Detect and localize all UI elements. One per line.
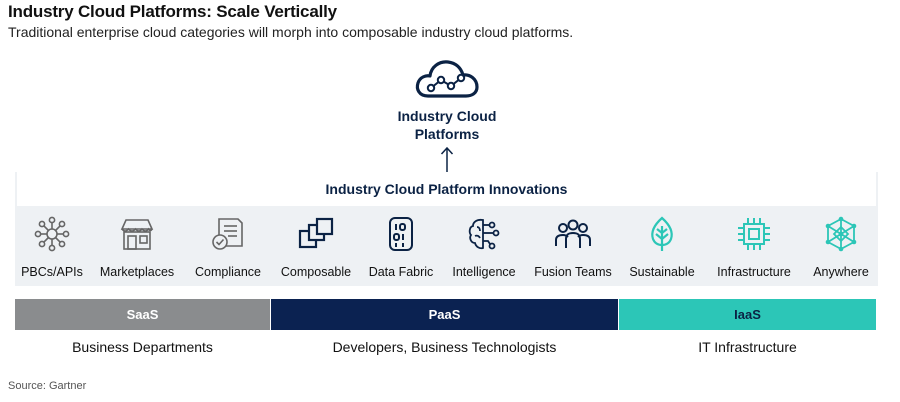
industry-cloud-platforms-label: Industry Cloud Platforms: [340, 107, 554, 143]
innovation-item-infrastructure: Infrastructure: [709, 206, 799, 286]
source-note: Source: Gartner: [8, 380, 87, 392]
innovation-item-intelligence: Intelligence: [439, 206, 529, 286]
innovation-item-sustainable: Sustainable: [617, 206, 707, 286]
innovation-label: PBCs/APIs: [21, 265, 83, 279]
saas-layer-bar: SaaS: [15, 299, 270, 330]
iaas-audience-label: IT Infrastructure: [698, 339, 797, 355]
innovations-panel: Industry Cloud Platform Innovations PBCs…: [15, 172, 878, 286]
innovation-item-composable: Composable: [271, 206, 361, 286]
innovation-item-marketplaces: Marketplaces: [92, 206, 182, 286]
innovation-label: Compliance: [194, 265, 261, 279]
saas-audience-label: Business Departments: [72, 339, 213, 355]
iaas-layer-bar: IaaS: [619, 299, 876, 330]
binary-cylinder-icon: [389, 217, 413, 251]
innovation-item-compliance: Compliance: [183, 206, 273, 286]
innovation-label: Composable: [280, 265, 352, 279]
innovation-label: Sustainable: [629, 265, 695, 279]
up-arrow-icon: [440, 146, 454, 175]
page-subtitle: Traditional enterprise cloud categories …: [8, 24, 574, 40]
innovation-label: Marketplaces: [99, 265, 175, 279]
innovation-label: Intelligence: [452, 265, 516, 279]
innovation-item-fusion-teams: Fusion Teams: [528, 206, 618, 286]
innovations-row: PBCs/APIs Marketplaces: [15, 206, 878, 286]
innovation-label: Data Fabric: [368, 265, 434, 279]
team-people-icon: [555, 219, 591, 248]
top-label-line2: Platforms: [414, 126, 480, 142]
innovation-label: Anywhere: [813, 265, 869, 279]
innovations-header: Industry Cloud Platform Innovations: [15, 172, 878, 206]
top-label-line1: Industry Cloud: [397, 108, 497, 124]
paas-audience-label: Developers, Business Technologists: [332, 339, 557, 355]
paas-layer-bar: PaaS: [271, 299, 618, 330]
leaf-icon: [651, 216, 673, 251]
document-check-icon: [212, 218, 243, 250]
innovation-label: Fusion Teams: [534, 265, 612, 279]
innovation-item-anywhere: Anywhere: [796, 206, 886, 286]
storefront-icon: [120, 219, 154, 250]
brain-circuit-icon: [468, 218, 500, 250]
mesh-globe-icon: [825, 216, 857, 252]
innovation-item-data-fabric: Data Fabric: [356, 206, 446, 286]
innovation-item-pbcs-apis: PBCs/APIs: [7, 206, 97, 286]
chip-icon: [738, 218, 770, 250]
cloud-network-icon: [415, 60, 479, 98]
stacked-squares-icon: [298, 217, 334, 249]
innovation-label: Infrastructure: [717, 265, 791, 279]
hub-network-icon: [34, 216, 70, 252]
page-title: Industry Cloud Platforms: Scale Vertical…: [8, 2, 337, 21]
